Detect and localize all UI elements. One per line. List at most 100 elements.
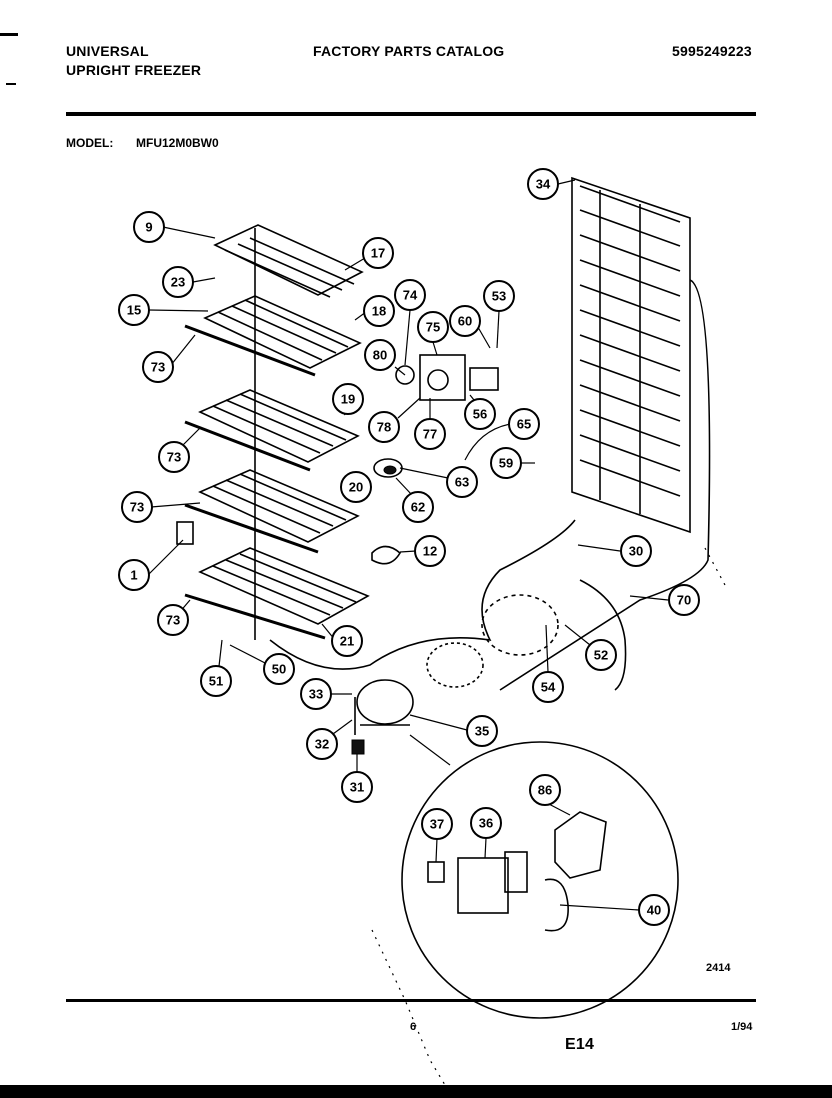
drain-cup [371, 545, 402, 565]
callout-20: 20 [340, 471, 372, 503]
svg-text:75: 75 [426, 320, 440, 335]
control-box [395, 354, 499, 401]
callout-31: 31 [341, 771, 373, 803]
callout-56: 56 [464, 398, 496, 430]
callout-73-d: 73 [157, 604, 189, 636]
svg-text:50: 50 [272, 662, 286, 677]
shelf-top [213, 224, 364, 298]
svg-text:40: 40 [647, 903, 661, 918]
callout-59: 59 [490, 447, 522, 479]
callout-63: 63 [446, 466, 478, 498]
callout-53: 53 [483, 280, 515, 312]
shelf-4 [184, 469, 360, 554]
svg-text:19: 19 [341, 392, 355, 407]
relay-detail [427, 811, 607, 932]
detail-circle [401, 741, 679, 1019]
svg-text:1: 1 [130, 568, 137, 583]
svg-text:17: 17 [371, 246, 385, 261]
brand-line-2: UPRIGHT FREEZER [66, 62, 202, 78]
figure-code: 2414 [706, 962, 731, 974]
svg-text:80: 80 [373, 348, 387, 363]
svg-text:73: 73 [130, 500, 144, 515]
svg-text:54: 54 [541, 680, 556, 695]
callout-70: 70 [668, 584, 700, 616]
callout-35: 35 [466, 715, 498, 747]
svg-text:20: 20 [349, 480, 363, 495]
svg-text:73: 73 [151, 360, 165, 375]
callout-75: 75 [417, 311, 449, 343]
callout-86: 86 [529, 774, 561, 806]
callout-34: 34 [527, 168, 559, 200]
accumulator [481, 594, 559, 656]
header-rule [66, 112, 756, 116]
refrigerant-tubing [269, 519, 576, 670]
callout-23: 23 [162, 266, 194, 298]
svg-text:12: 12 [423, 544, 437, 559]
svg-text:21: 21 [340, 634, 354, 649]
svg-text:34: 34 [536, 177, 551, 192]
svg-text:73: 73 [166, 613, 180, 628]
compressor-mount-ghost [426, 642, 484, 688]
callout-65: 65 [508, 408, 540, 440]
callout-73-a: 73 [142, 351, 174, 383]
callout-18: 18 [363, 295, 395, 327]
shelf-bottom [184, 547, 370, 640]
callout-1: 1 [118, 559, 150, 591]
svg-text:31: 31 [350, 780, 364, 795]
callout-37: 37 [421, 808, 453, 840]
svg-text:56: 56 [473, 407, 487, 422]
svg-text:18: 18 [372, 304, 386, 319]
svg-text:35: 35 [475, 724, 489, 739]
svg-text:9: 9 [145, 220, 152, 235]
bottom-border [0, 1085, 832, 1098]
corner-mark-top [0, 33, 18, 36]
svg-text:15: 15 [127, 303, 141, 318]
model-value: MFU12M0BW0 [136, 136, 219, 150]
svg-text:77: 77 [423, 427, 437, 442]
svg-text:78: 78 [377, 420, 391, 435]
callout-40: 40 [638, 894, 670, 926]
callout-50: 50 [263, 653, 295, 685]
shelf-3 [184, 389, 360, 472]
callout-12: 12 [414, 535, 446, 567]
compressor [351, 679, 414, 755]
issue-date: 1/94 [731, 1021, 753, 1033]
callout-21: 21 [331, 625, 363, 657]
svg-text:63: 63 [455, 475, 469, 490]
svg-text:30: 30 [629, 544, 643, 559]
callout-73-c: 73 [121, 491, 153, 523]
catalog-title: FACTORY PARTS CATALOG [313, 43, 505, 59]
light-socket [373, 458, 403, 478]
detail-leader [409, 734, 451, 766]
shelf-2 [184, 295, 362, 377]
callout-60: 60 [449, 305, 481, 337]
callout-78: 78 [368, 411, 400, 443]
door-switch [176, 521, 194, 545]
callout-52: 52 [585, 639, 617, 671]
svg-text:53: 53 [492, 289, 506, 304]
svg-text:23: 23 [171, 275, 185, 290]
callout-51: 51 [200, 665, 232, 697]
svg-text:51: 51 [209, 674, 223, 689]
svg-text:32: 32 [315, 737, 329, 752]
evaporator-coil [499, 176, 711, 691]
callout-33: 33 [300, 678, 332, 710]
callout-17: 17 [362, 237, 394, 269]
svg-text:86: 86 [538, 783, 552, 798]
brand-line-1: UNIVERSAL [66, 43, 149, 59]
condenser-line [579, 579, 627, 691]
svg-text:60: 60 [458, 314, 472, 329]
callout-77: 77 [414, 418, 446, 450]
callout-74: 74 [394, 279, 426, 311]
callout-9: 9 [133, 211, 165, 243]
callout-80: 80 [364, 339, 396, 371]
svg-text:70: 70 [677, 593, 691, 608]
svg-text:52: 52 [594, 648, 608, 663]
svg-text:74: 74 [403, 288, 418, 303]
callout-62: 62 [402, 491, 434, 523]
svg-text:37: 37 [430, 817, 444, 832]
fold-line [371, 929, 446, 1086]
catalog-number: 5995249223 [672, 43, 752, 59]
callout-36: 36 [470, 807, 502, 839]
